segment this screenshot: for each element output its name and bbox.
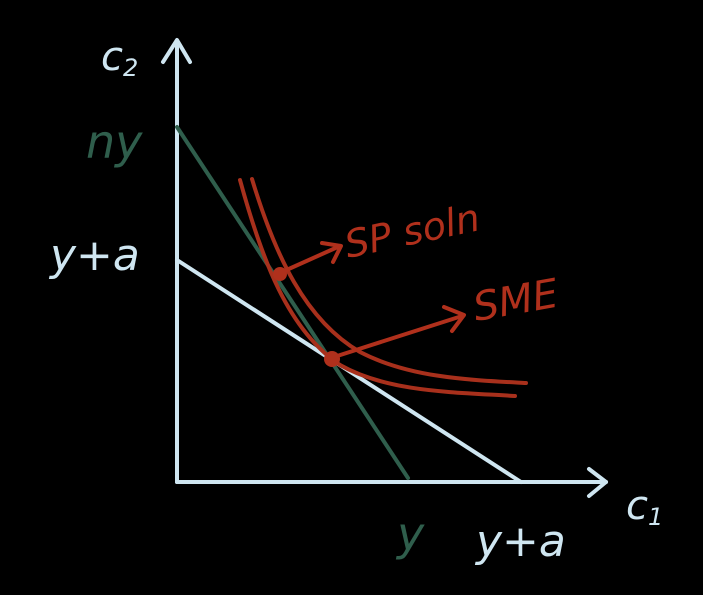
sme-arrow [332,314,464,359]
indifference-curve-outer [250,177,528,385]
y-axis-label: c2 [101,34,138,82]
budget-line-green [175,125,410,480]
y-plus-a-vertical-label: y+a [48,230,140,281]
sme-point [324,351,340,367]
sp-soln-label: SP soln [341,195,484,266]
sp-soln-arrow [280,244,342,274]
y-plus-a-horizontal-label: y+a [474,516,566,567]
sme-arrowhead [442,305,466,333]
x-axis-label: c1 [626,483,663,531]
indifference-curve-inner [238,178,517,398]
axes [161,38,608,498]
y-horizontal-label: y [395,507,425,561]
annotation-arrows [280,241,466,359]
x-axis-arrowhead [587,467,608,498]
sme-label: SME [470,271,563,331]
sp-soln-arrowhead [320,241,343,264]
y-axis-arrowhead [161,38,192,64]
ny-intercept-label: ny [86,115,143,169]
